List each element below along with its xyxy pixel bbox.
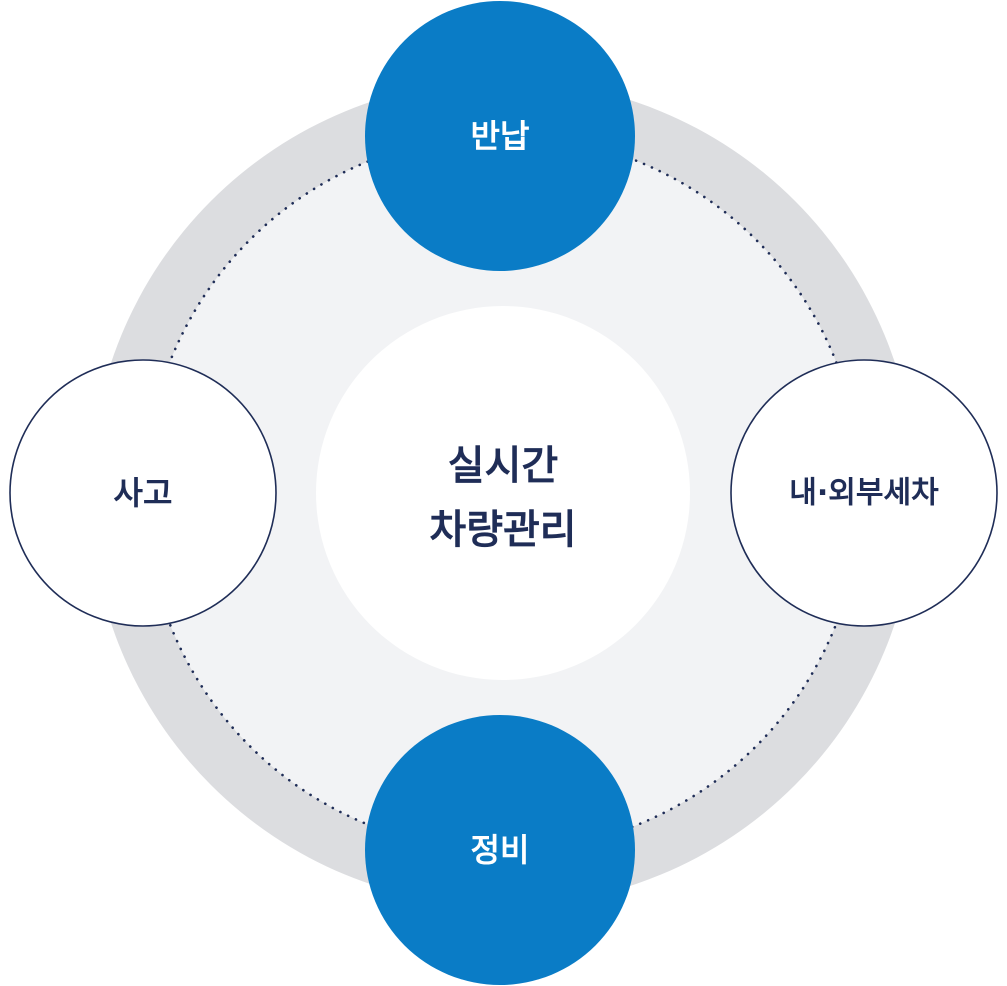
node-return-circle [365,1,635,271]
node-accident-label: 사고 [114,474,173,512]
node-maintenance: 정비 [365,715,635,985]
node-accident: 사고 [9,359,277,627]
node-return-label: 반납 [471,117,530,155]
center-label-line-2: 차량관리 [429,507,576,553]
node-return: 반납 [365,1,635,271]
node-maintenance-circle [365,715,635,985]
node-car-wash-label: 내·외부세차 [789,476,939,511]
node-accident-circle [9,359,277,627]
node-maintenance-label: 정비 [471,831,530,869]
center-label-line-1: 실시간 [448,443,559,489]
node-car-wash-circle [730,359,998,627]
center-circle [316,306,690,680]
node-car-wash: 내·외부세차 [730,359,998,627]
